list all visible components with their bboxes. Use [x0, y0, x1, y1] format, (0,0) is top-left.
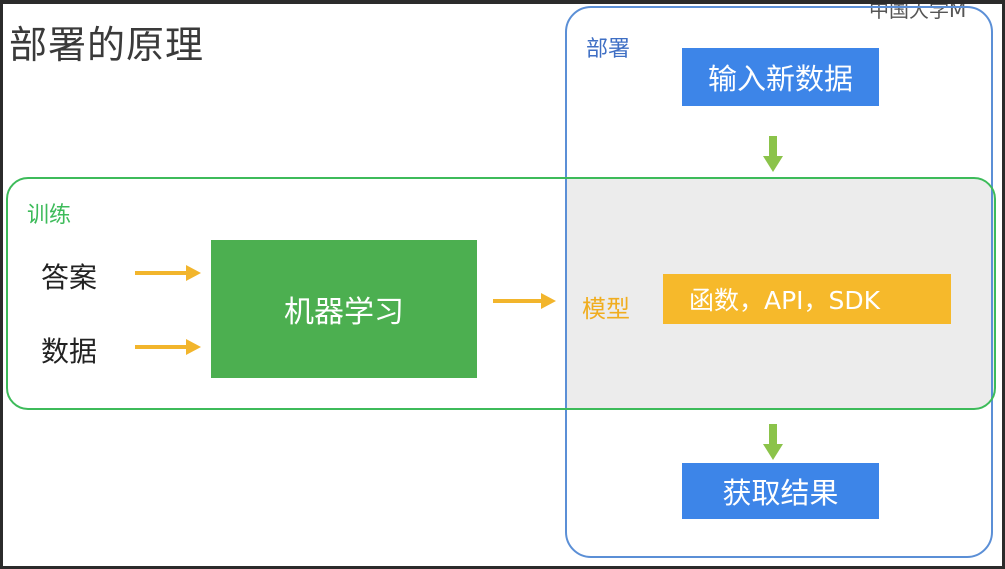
new-data-box: 输入新数据 [682, 48, 879, 106]
deploy-frame [565, 6, 993, 558]
arrow-newdata-down [763, 136, 783, 172]
data-label: 数据 [41, 335, 98, 368]
machine-learning-box: 机器学习 [211, 240, 477, 378]
slide: 中国大学M 部署的原理 部署 训练 模型 答案 数据 机器学习 输入新数据 获取… [3, 4, 1002, 566]
arrow-answer-to-ml [135, 265, 201, 281]
arrow-model-to-result [763, 424, 783, 460]
arrow-data-to-ml [135, 339, 201, 355]
model-forms-box: 函数，API，SDK [663, 274, 951, 324]
deploy-label: 部署 [586, 37, 631, 62]
arrows-layer [135, 136, 783, 460]
slide-title: 部署的原理 [9, 23, 205, 67]
watermark-text: 中国大学M [869, 4, 967, 22]
train-frame [6, 177, 996, 410]
answer-label: 答案 [41, 261, 98, 294]
model-label: 模型 [582, 295, 630, 323]
train-label: 训练 [27, 203, 72, 228]
result-box: 获取结果 [682, 463, 879, 519]
arrow-ml-to-model [493, 293, 556, 309]
